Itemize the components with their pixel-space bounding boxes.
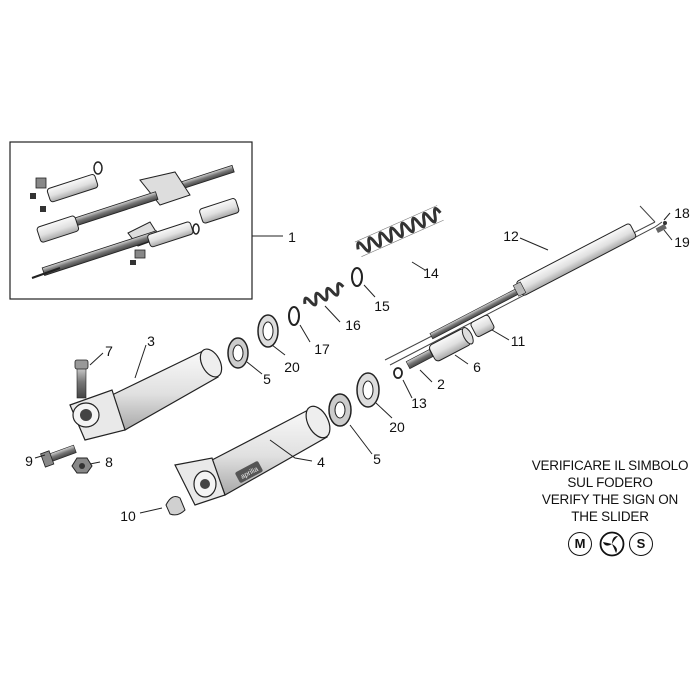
ring-15 (351, 267, 363, 287)
cap-10 (165, 496, 186, 516)
note-line-4: THE SLIDER (571, 509, 649, 524)
callout-20-lower: 20 (389, 419, 405, 435)
slider-3 (69, 348, 223, 441)
washer-13 (393, 367, 403, 379)
symbol-m: M (568, 532, 592, 556)
callout-8: 8 (105, 454, 113, 470)
callout-11: 11 (510, 333, 526, 349)
callout-10: 10 (120, 508, 136, 524)
callout-9: 9 (25, 453, 33, 469)
note-line-1: VERIFICARE IL SIMBOLO (531, 458, 689, 473)
callout-17: 17 (314, 341, 330, 357)
washer-17 (288, 306, 300, 326)
callout-2: 2 (437, 376, 445, 392)
callout-4: 4 (317, 454, 325, 470)
callout-7: 7 (105, 343, 113, 359)
callout-15: 15 (374, 298, 390, 314)
bolt-9 (40, 444, 77, 468)
assembly-inset (9, 141, 253, 300)
note-line-3: VERIFY THE SIGN ON (541, 492, 679, 507)
callout-20-upper: 20 (284, 359, 300, 375)
bolt-7 (74, 359, 89, 399)
slider-4: aprilia (174, 405, 331, 506)
callout-14: 14 (423, 265, 439, 281)
symbol-s: S (629, 532, 653, 556)
cartridge-6 (428, 327, 474, 362)
callout-19: 19 (674, 234, 690, 250)
rod-end-2 (405, 349, 434, 370)
callout-3: 3 (147, 333, 155, 349)
callout-1: 1 (288, 229, 296, 245)
spring-14 (354, 205, 444, 257)
callout-12: 12 (503, 228, 519, 244)
callout-5-upper: 5 (263, 371, 271, 387)
callout-13: 13 (411, 395, 427, 411)
callout-5-lower: 5 (373, 451, 381, 467)
callout-16: 16 (345, 317, 361, 333)
bushing-11 (470, 314, 495, 338)
leader-lines (34, 212, 673, 514)
callout-6: 6 (473, 359, 481, 375)
note-line-2: SUL FODERO (567, 475, 653, 490)
callout-18: 18 (674, 205, 690, 221)
triskelion-icon (599, 531, 625, 557)
spring-16 (303, 281, 345, 307)
